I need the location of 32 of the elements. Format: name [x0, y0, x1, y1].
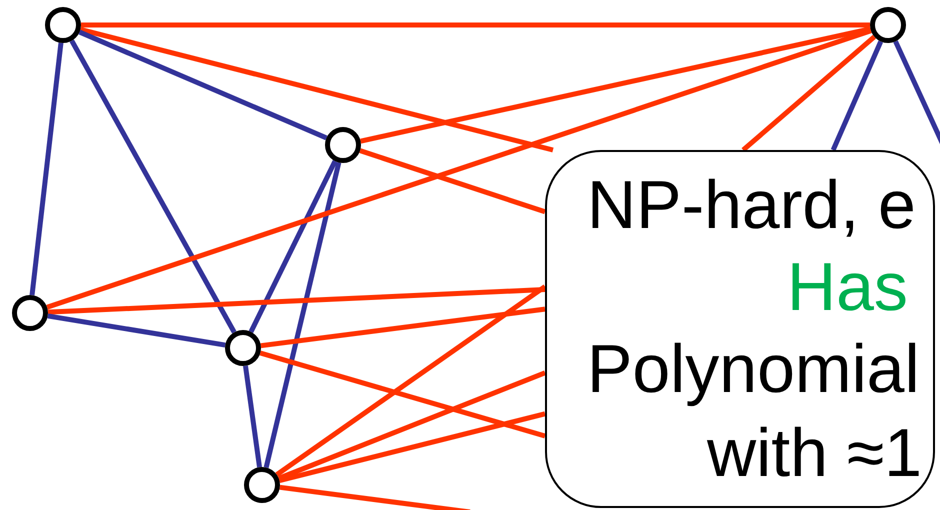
vertex-circle [12, 295, 48, 331]
note-text: Has [787, 248, 908, 326]
edge-line [278, 411, 546, 484]
edge-line [264, 162, 342, 468]
edge-line [260, 306, 546, 348]
edge-line [275, 284, 546, 477]
edge-line [830, 40, 884, 151]
edge-line [70, 40, 236, 334]
note-box [545, 150, 935, 508]
vertex-circle [225, 330, 261, 366]
edge-line [81, 22, 870, 28]
vertex-circle [45, 7, 81, 43]
edge-line [359, 148, 546, 214]
note-text: Polynomial [587, 330, 920, 408]
edge-line [742, 34, 876, 152]
edge-line [78, 30, 328, 140]
edge-line [243, 366, 262, 468]
edge-line [46, 28, 872, 310]
edge-line [47, 313, 226, 348]
edge-line [80, 27, 554, 152]
edge-line [248, 160, 338, 333]
edge-line [30, 42, 64, 296]
edge-line [48, 287, 546, 315]
note-text: with ≈1 [707, 414, 922, 492]
vertex-circle [244, 467, 280, 503]
edge-line [360, 26, 871, 144]
vertex-circle [325, 127, 361, 163]
vertex-circle [870, 7, 906, 43]
edge-line [278, 370, 546, 481]
edge-line [260, 350, 546, 438]
edge-line [280, 484, 470, 510]
note-text: NP-hard, e [587, 166, 916, 244]
